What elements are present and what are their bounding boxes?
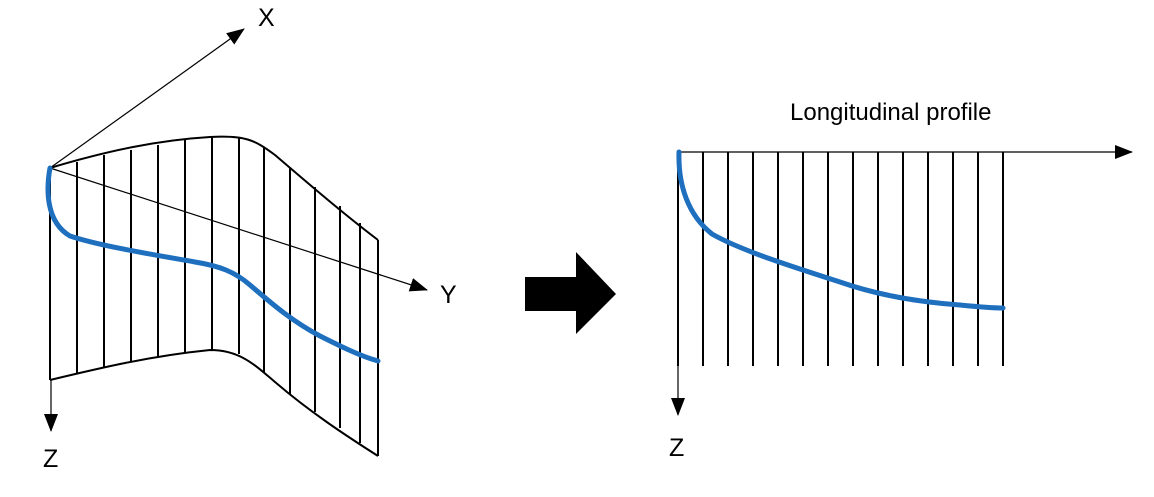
left-3d-surface-panel: X Y Z [43,4,457,473]
z-axis-label: Z [43,445,58,473]
right-z-axis-label: Z [669,434,684,462]
x-axis-arrow [49,28,245,169]
surface-vertical-lines [49,137,379,456]
x-axis-label: X [258,4,275,32]
right-profile-panel: Longitudinal profile Z [669,99,1133,462]
y-axis-label: Y [440,281,457,309]
longitudinal-profile-curve [676,149,1006,311]
transform-arrow-icon [525,252,616,334]
surface-top-edge [49,135,379,241]
profile-title: Longitudinal profile [790,99,991,126]
surface-bottom-edge [49,348,379,457]
profile-vertical-lines [677,152,1004,366]
surface-profile-curve [45,165,381,364]
